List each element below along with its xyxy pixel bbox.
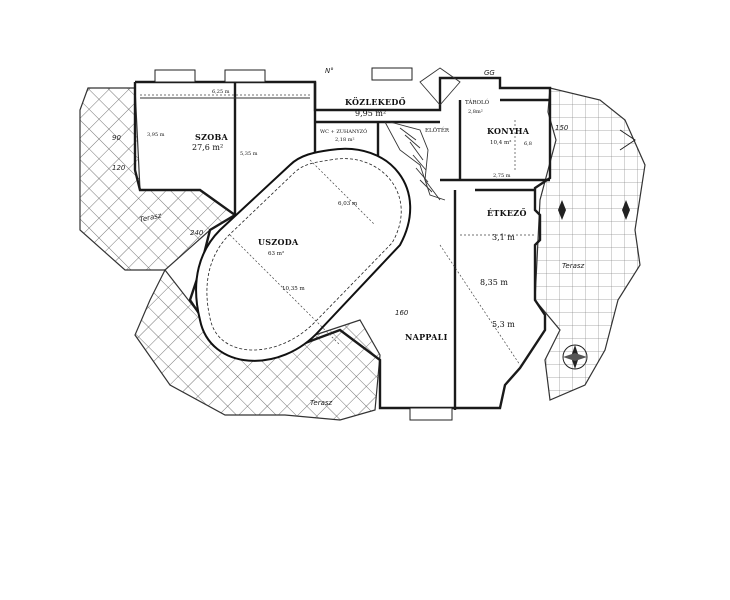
pool-dim-line [309,159,376,226]
room-area-konyha: 10,4 m² [490,139,511,146]
pool-dim-line [229,234,341,346]
dim-etkezo-width: 3,1 m [492,233,515,242]
dim-szoba-width: 6,25 m [212,89,230,95]
room-name-etkezo: ÉTKEZŐ [487,208,527,218]
hand-note: 160 [395,309,409,317]
room-name-konyha: KONYHA [487,126,530,136]
plant-icon [558,129,636,220]
terasz-bottom-label: Terasz [310,399,333,407]
entry-canopy [419,67,461,106]
room-name-nappali: NAPPALI [405,332,448,342]
dim-konyha-width: 2,75 m [493,173,511,179]
room-area-szoba: 27,6 m² [192,143,223,152]
room-name-eloter: ELŐTÉR [425,126,450,134]
dim-line [439,244,521,366]
dim-szoba-side: 3,95 m [147,132,165,138]
hand-note: 150 [555,124,569,132]
room-name-szoba: SZOBA [195,132,229,142]
terasz-right-label: Terasz [562,262,585,270]
room-area-uszoda: 63 m² [268,250,284,257]
room-name-tarolo: TÁROLÓ [465,98,490,106]
north-mark: N° [325,67,334,75]
room-area-kozlekedo: 9,95 m² [355,109,386,118]
hand-note: 120 [112,164,126,172]
window [154,69,196,83]
dim-pool-width: 6,03 m [338,201,358,207]
room-area-tarolo: 2,8m² [468,109,483,115]
hand-note: 90 [112,134,121,142]
staircase [384,121,446,201]
dim-nappali-width: 5,3 m [492,320,515,329]
pool [195,147,412,362]
room-name-uszoda: USZODA [258,237,299,247]
dim-pool-length: 10,35 m [282,286,305,292]
pool-edge [206,158,402,351]
dim-szoba-height: 5,35 m [240,151,258,157]
window [224,69,266,83]
window [371,67,413,81]
hand-note: 240 [190,229,204,237]
dim-konyha-side: 6,8 [524,141,532,147]
window [409,407,453,421]
room-name-kozlekedo: KÖZLEKEDŐ [345,97,406,107]
terrace-right [534,87,646,401]
compass-rose-icon [562,344,588,370]
room-area-wc: 2,18 m² [335,137,354,143]
gg-mark: GG [484,69,495,77]
dim-nappali-length: 8,35 m [480,278,508,287]
room-name-wc: WC + ZUHANYZÓ [320,127,367,135]
